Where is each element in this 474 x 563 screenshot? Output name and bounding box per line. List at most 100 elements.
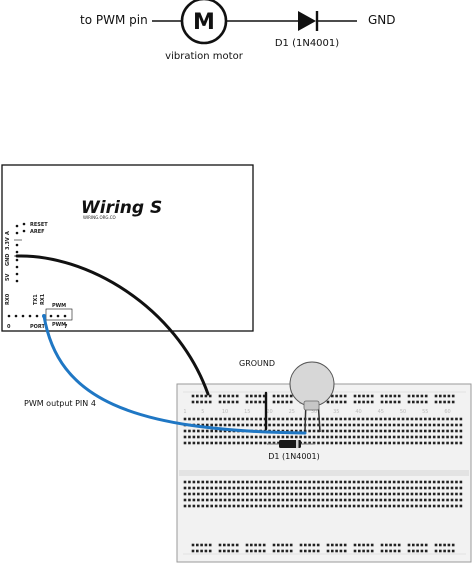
breadboard-hole <box>366 504 369 508</box>
breadboard-hole <box>366 549 370 553</box>
breadboard-hole <box>424 435 427 439</box>
breadboard-hole <box>392 417 396 421</box>
breadboard-hole <box>277 441 280 445</box>
breadboard-hole <box>335 394 338 398</box>
breadboard-hole <box>412 394 415 398</box>
breadboard-hole <box>326 504 329 508</box>
breadboard-hole <box>419 492 423 496</box>
breadboard-hole <box>379 441 383 445</box>
breadboard-hole <box>254 417 258 421</box>
breadboard-hole <box>441 435 445 439</box>
breadboard-hole <box>232 504 236 508</box>
breadboard-hole <box>389 394 392 398</box>
breadboard-hole <box>250 492 254 496</box>
breadboard-hole <box>272 400 276 404</box>
breadboard-hole <box>393 543 397 547</box>
breadboard-hole <box>228 417 231 421</box>
gnd-wire <box>15 254 210 396</box>
breadboard-hole <box>459 429 463 433</box>
breadboard-hole <box>303 498 307 502</box>
breadboard-hole <box>262 543 266 547</box>
breadboard-hole <box>219 504 222 508</box>
breadboard-hole <box>450 417 454 421</box>
breadboard-hole <box>277 423 280 427</box>
breadboard-hole <box>339 504 343 508</box>
breadboard-hole <box>331 549 334 553</box>
breadboard-hole <box>330 492 334 496</box>
breadboard-hole <box>357 417 360 421</box>
pin-aref-label: AREF <box>30 229 45 235</box>
breadboard-hole <box>223 498 227 502</box>
breadboard-hole <box>361 492 365 496</box>
breadboard-hole <box>370 429 374 433</box>
breadboard-hole <box>205 417 209 421</box>
breadboard-hole <box>326 492 329 496</box>
breadboard-hole <box>330 417 334 421</box>
breadboard-hole <box>370 394 374 398</box>
breadboard-hole <box>392 486 396 490</box>
breadboard-hole <box>401 435 405 439</box>
breadboard-hole <box>237 504 240 508</box>
breadboard-hole <box>308 441 311 445</box>
breadboard-hole <box>214 504 218 508</box>
breadboard-hole <box>439 549 442 553</box>
breadboard-hole <box>383 498 387 502</box>
breadboard-hole <box>450 486 454 490</box>
breadboard-hole <box>268 492 271 496</box>
breadboard-hole <box>335 498 338 502</box>
breadboard-hole <box>290 486 294 490</box>
breadboard-hole <box>352 504 356 508</box>
breadboard-hole <box>416 549 419 553</box>
breadboard-hole <box>277 543 280 547</box>
breadboard-hole <box>326 480 329 484</box>
breadboard-hole <box>446 498 449 502</box>
breadboard-hole <box>237 498 240 502</box>
breadboard-hole <box>357 486 360 490</box>
breadboard-hole <box>223 543 226 547</box>
breadboard-hole <box>183 498 187 502</box>
breadboard-hole <box>428 486 432 490</box>
breadboard-hole <box>219 441 222 445</box>
pin-a-label: A <box>5 231 11 235</box>
breadboard-hole <box>437 504 440 508</box>
breadboard-hole <box>343 492 347 496</box>
breadboard-hole <box>352 423 356 427</box>
breadboard-hole <box>447 394 451 398</box>
breadboard-hole <box>420 394 424 398</box>
breadboard-hole <box>241 492 245 496</box>
breadboard-hole <box>415 480 418 484</box>
breadboard-hole <box>246 435 249 439</box>
breadboard-hole <box>397 435 400 439</box>
breadboard-hole <box>383 435 387 439</box>
breadboard-column-number: 60 <box>444 409 450 415</box>
breadboard-hole <box>210 417 213 421</box>
pwm-tag-label-lower: PWM <box>52 322 66 328</box>
breadboard-hole <box>361 435 365 439</box>
breadboard-hole <box>285 400 289 404</box>
breadboard-hole <box>383 441 387 445</box>
breadboard-hole <box>232 441 236 445</box>
breadboard-column-number: 50 <box>400 409 406 415</box>
breadboard-hole <box>223 394 226 398</box>
breadboard-hole <box>441 480 445 484</box>
breadboard-hole <box>196 543 199 547</box>
breadboard-hole <box>343 423 347 427</box>
breadboard-hole <box>353 543 357 547</box>
breadboard-hole <box>201 498 205 502</box>
breadboard-hole <box>375 492 378 496</box>
breadboard-hole <box>286 435 289 439</box>
breadboard-hole <box>406 504 409 508</box>
breadboard-hole <box>437 435 440 439</box>
breadboard-hole <box>321 417 325 421</box>
breadboard-hole <box>259 486 262 490</box>
breadboard-hole <box>241 480 245 484</box>
breadboard-hole <box>272 423 276 427</box>
breadboard-hole <box>254 435 258 439</box>
breadboard-hole <box>410 417 414 421</box>
breadboard-hole <box>335 486 338 490</box>
breadboard-hole <box>241 486 245 490</box>
breadboard-hole <box>258 543 262 547</box>
breadboard-hole <box>437 492 440 496</box>
breadboard-hole <box>419 429 423 433</box>
